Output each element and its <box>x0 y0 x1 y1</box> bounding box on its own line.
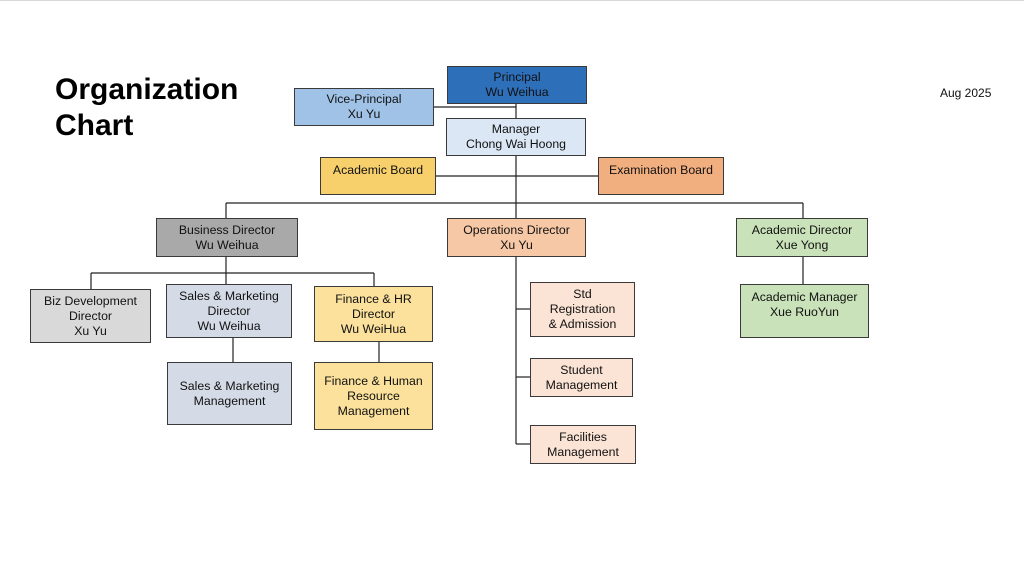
node-sales-director-role-line-1: Sales & Marketing <box>179 288 279 303</box>
node-examination-board-label: Examination Board <box>609 163 713 177</box>
top-border-line <box>0 0 1024 1</box>
node-operations-director: Operations Director Xu Yu <box>447 218 586 257</box>
node-operations-director-role: Operations Director <box>463 222 570 237</box>
node-vice-principal-name: Xu Yu <box>347 107 381 121</box>
date-label: Aug 2025 <box>940 86 992 100</box>
node-academic-manager-name: Xue RuoYun <box>769 305 840 319</box>
node-facilities-management: Facilities Management <box>530 425 636 464</box>
node-sales-mgmt-line-1: Sales & Marketing <box>179 378 280 393</box>
node-facilities-mgmt-line-2: Management <box>547 444 619 459</box>
node-student-mgmt-line-1: Student <box>560 362 603 377</box>
node-manager-role: Manager <box>491 122 541 136</box>
node-std-registration-admission: Std Registration & Admission <box>530 282 635 337</box>
node-manager-name: Chong Wai Hoong <box>465 137 567 151</box>
node-std-registration-line-2: Registration <box>549 302 616 316</box>
node-manager: Manager Chong Wai Hoong <box>446 118 586 156</box>
node-business-director-name: Wu Weihua <box>195 237 259 252</box>
node-student-management: Student Management <box>530 358 633 397</box>
node-finance-hr-management: Finance & Human Resource Management <box>314 362 433 430</box>
node-biz-development-director: Biz Development Director Xu Yu <box>30 289 151 343</box>
node-finance-hr-director: Finance & HR Director Wu WeiHua <box>314 286 433 342</box>
node-finance-director-role-line-2: Director <box>351 306 396 321</box>
node-academic-director-name: Xue Yong <box>775 237 829 252</box>
node-academic-director-role: Academic Director <box>751 222 853 237</box>
page-title: Organization Chart <box>55 72 275 144</box>
node-vice-principal-role: Vice-Principal <box>326 92 402 106</box>
node-operations-director-name: Xu Yu <box>500 237 533 252</box>
node-biz-dev-role-line-2: Director <box>68 308 113 323</box>
node-principal-role: Principal <box>493 70 541 84</box>
node-biz-dev-role-line-1: Biz Development <box>44 293 137 308</box>
node-academic-manager: Academic Manager Xue RuoYun <box>740 284 869 338</box>
node-business-director-role: Business Director <box>178 222 276 237</box>
page-title-line-2: Chart <box>55 109 134 142</box>
node-finance-mgmt-line-2: Resource <box>347 388 400 403</box>
node-academic-board: Academic Board <box>320 157 436 195</box>
node-biz-dev-name: Xu Yu <box>74 323 107 338</box>
node-sales-director-role-line-2: Director <box>207 303 251 318</box>
page-title-line-1: Organization <box>55 73 239 106</box>
node-sales-marketing-director: Sales & Marketing Director Wu Weihua <box>166 284 292 338</box>
node-academic-board-label: Academic Board <box>332 163 424 177</box>
node-student-mgmt-line-2: Management <box>545 377 618 392</box>
node-business-director: Business Director Wu Weihua <box>156 218 298 257</box>
node-academic-director: Academic Director Xue Yong <box>736 218 868 257</box>
node-principal-name: Wu Weihua <box>485 85 549 99</box>
node-std-registration-line-1: Std <box>573 287 592 301</box>
node-principal: Principal Wu Weihua <box>447 66 587 104</box>
node-sales-mgmt-line-2: Management <box>193 393 266 408</box>
node-finance-director-role-line-1: Finance & HR <box>335 291 412 306</box>
node-finance-director-name: Wu WeiHua <box>340 321 407 336</box>
node-facilities-mgmt-line-1: Facilities <box>559 429 607 444</box>
node-std-registration-line-3: & Admission <box>548 317 617 331</box>
node-sales-director-name: Wu Weihua <box>197 318 261 333</box>
node-vice-principal: Vice-Principal Xu Yu <box>294 88 434 126</box>
node-sales-marketing-management: Sales & Marketing Management <box>167 362 292 425</box>
node-finance-mgmt-line-1: Finance & Human <box>324 373 423 388</box>
node-examination-board: Examination Board <box>598 157 724 195</box>
node-finance-mgmt-line-3: Management <box>337 403 410 418</box>
node-academic-manager-role: Academic Manager <box>751 290 858 304</box>
